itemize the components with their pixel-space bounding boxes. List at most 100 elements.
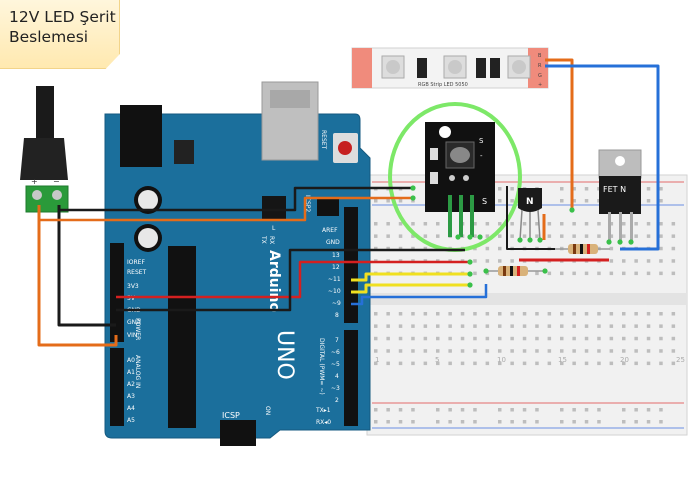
breadboard-hole — [547, 312, 552, 316]
breadboard-hole — [622, 259, 626, 263]
led-pin-r: R — [538, 63, 542, 69]
breadboard-hole — [485, 336, 490, 341]
breadboard-hole — [584, 408, 589, 412]
breadboard-hole — [510, 234, 514, 238]
breadboard-hole — [659, 199, 663, 203]
breadboard-hole — [436, 349, 440, 353]
rgb-led-strip: RGB Strip LED 5050 B R G + — [351, 47, 549, 89]
connection-dot — [477, 234, 483, 240]
connection-dot — [410, 185, 416, 191]
breadboard-hole — [572, 222, 576, 226]
breadboard-hole — [560, 234, 564, 238]
breadboard-hole — [609, 246, 614, 251]
breadboard-hole — [473, 361, 477, 366]
connection-dot — [628, 239, 634, 245]
breadboard-hole — [584, 271, 589, 276]
breadboard-hole — [547, 271, 552, 276]
note-line-1: 12V LED Şerit — [9, 8, 116, 26]
breadboard-hole — [510, 420, 514, 424]
breadboard-hole — [634, 324, 638, 328]
breadboard-hole — [572, 199, 576, 203]
breadboard-hole — [460, 312, 465, 316]
connection-dot — [542, 268, 548, 274]
ir-label-s: S — [479, 137, 484, 145]
svg-text:−: − — [53, 177, 60, 186]
terminal-screw-plus — [32, 190, 42, 200]
breadboard-hole — [535, 420, 539, 424]
breadboard-hole — [436, 361, 440, 366]
breadboard-hole — [460, 361, 465, 366]
connection-dot — [569, 207, 575, 213]
bb-col-label-25: 25 — [676, 356, 685, 364]
breadboard-hole — [498, 259, 502, 263]
analog-header — [110, 348, 124, 426]
wire-strip-plus-orange — [545, 58, 574, 210]
arduino-brand: Arduino — [266, 250, 282, 312]
breadboard-hole — [572, 324, 576, 328]
pin-label-12: 12 — [332, 264, 340, 271]
breadboard-hole — [671, 259, 676, 263]
breadboard-hole — [485, 349, 490, 353]
breadboard-hole — [560, 271, 564, 276]
breadboard-hole — [622, 336, 626, 341]
breadboard-hole — [460, 408, 465, 412]
pin-label-a0: A0 — [127, 357, 135, 364]
breadboard-hole — [374, 349, 378, 353]
breadboard-hole — [374, 246, 378, 251]
led-chip-1-lens — [386, 60, 400, 74]
breadboard-hole — [659, 420, 663, 424]
breadboard-hole — [671, 271, 676, 276]
resistor-1-band-2 — [580, 244, 583, 254]
wire-5v-red — [116, 260, 470, 299]
breadboard-hole — [485, 361, 490, 366]
wire-gnd-to-breadboard — [59, 186, 413, 212]
transistor-body — [518, 188, 542, 212]
connection-dot — [467, 259, 473, 265]
breadboard-hole — [560, 324, 564, 328]
breadboard-hole — [572, 420, 576, 424]
connection-dot — [537, 237, 543, 243]
breadboard-hole — [473, 271, 477, 276]
led-chip-2-lens — [448, 60, 462, 74]
ir-pin-1 — [448, 195, 452, 237]
reset-button-cap[interactable] — [338, 141, 352, 155]
ir-hole-2 — [463, 175, 469, 181]
breadboard-hole — [560, 361, 564, 366]
breadboard-hole — [547, 349, 552, 353]
pin-label-3v3: 3V3 — [127, 283, 139, 290]
breadboard-hole — [560, 312, 564, 316]
analog-label: ANALOG IN — [134, 355, 141, 388]
pin-label-rx: RX◂0 — [316, 419, 331, 426]
breadboard-hole — [485, 234, 490, 238]
wire-vin-orange — [37, 205, 118, 347]
capacitor-2-top — [138, 228, 158, 248]
breadboard-hole — [584, 312, 589, 316]
breadboard-hole — [634, 234, 638, 238]
strip-resistor-2 — [476, 58, 486, 78]
breadboard-hole — [572, 336, 576, 341]
title-note: 12V LED Şerit Beslemesi — [0, 0, 120, 69]
breadboard-hole — [634, 361, 638, 366]
breadboard-hole — [622, 234, 626, 238]
breadboard-hole — [473, 259, 477, 263]
breadboard-hole — [597, 271, 601, 276]
bb-col-label-1: 1 — [375, 356, 379, 364]
breadboard-hole — [473, 420, 477, 424]
ir-sensor-lens — [450, 147, 470, 163]
breadboard-hole — [659, 234, 663, 238]
breadboard-hole — [597, 187, 601, 191]
breadboard-hole — [609, 259, 614, 263]
pin-label-6: ~6 — [331, 349, 340, 356]
on-label: ON — [264, 406, 271, 415]
breadboard-hole — [535, 324, 539, 328]
breadboard-hole — [597, 324, 601, 328]
breadboard-hole — [498, 199, 502, 203]
breadboard-hole — [535, 271, 539, 276]
breadboard-hole — [485, 246, 490, 251]
ir-hole-1 — [449, 175, 455, 181]
breadboard-hole — [646, 408, 651, 412]
breadboard-holes — [374, 187, 676, 424]
pin-label-3: ~3 — [331, 385, 340, 392]
breadboard-hole — [584, 349, 589, 353]
